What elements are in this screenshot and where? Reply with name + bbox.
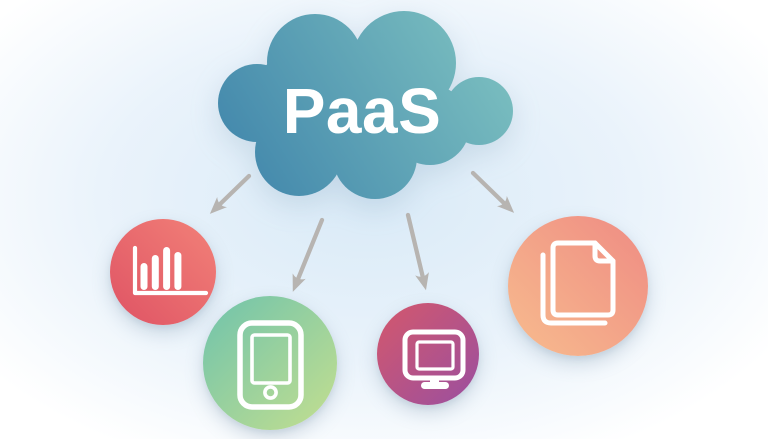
chart-bars xyxy=(140,247,182,290)
arrow-to-monitor xyxy=(405,212,429,291)
back-page xyxy=(540,252,608,326)
documents-icon xyxy=(540,240,616,326)
tablet-body xyxy=(237,320,304,410)
chart-axis xyxy=(132,245,209,296)
tablet-screen xyxy=(250,333,292,385)
bar-chart-icon xyxy=(132,245,209,296)
cloud-lobes xyxy=(218,11,513,199)
monitor-neck xyxy=(430,377,439,384)
front-page xyxy=(550,240,616,318)
monitor-node xyxy=(377,303,479,405)
tablet-node xyxy=(203,296,337,430)
tablet-home-button xyxy=(263,385,278,400)
monitor-base xyxy=(421,382,449,389)
tablet-icon xyxy=(237,320,304,410)
arrow-to-tablet xyxy=(292,217,325,292)
monitor-screen xyxy=(415,340,455,371)
arrow-to-analytics xyxy=(209,173,252,214)
documents-node xyxy=(508,216,648,356)
page-fold xyxy=(592,240,616,264)
monitor-icon xyxy=(402,329,466,389)
arrow-to-documents xyxy=(470,170,515,213)
cloud-label: PaaS xyxy=(282,75,442,147)
analytics-node xyxy=(110,219,216,325)
